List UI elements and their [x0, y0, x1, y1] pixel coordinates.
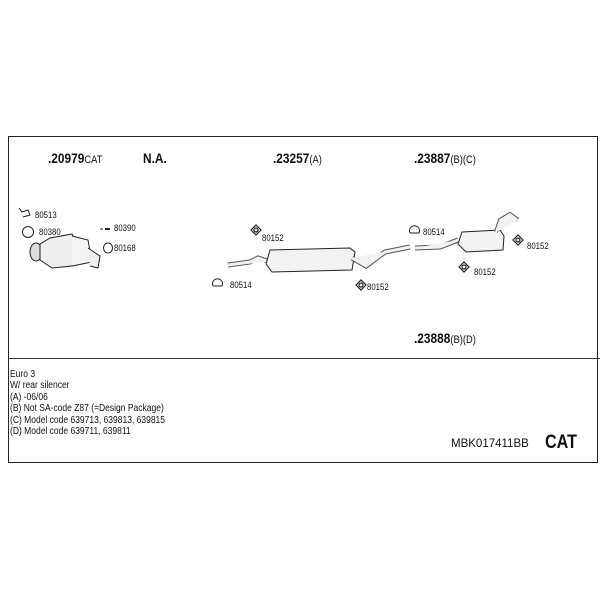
kit-type: CAT — [545, 432, 577, 453]
part-23888: .23888(B)(D) — [414, 330, 476, 346]
notes-divider — [8, 358, 600, 359]
part-number: .23257 — [273, 150, 310, 166]
rear-silencer-icon — [414, 211, 520, 253]
fitting-label: 80152 — [527, 241, 549, 252]
rubber-mount-icon — [250, 224, 524, 291]
part-suffix: (A) — [309, 154, 322, 166]
part-23257: .23257(A) — [273, 150, 322, 166]
ring-80380-icon — [22, 226, 34, 238]
part-na: N.A. — [143, 150, 167, 166]
frame-right-edge — [597, 136, 598, 463]
part-20979: .20979CAT — [48, 150, 102, 166]
fitting-label: 80380 — [39, 227, 61, 238]
note: (B) Not SA-code Z87 (=Design Package) — [10, 403, 164, 415]
note: (C) Model code 639713, 639813, 639815 — [10, 414, 166, 426]
part-suffix: CAT — [84, 154, 103, 166]
fitting-label: 80152 — [367, 282, 389, 293]
notes: Euro 3 W/ rear silencer (A) -06/06 (B) N… — [10, 369, 165, 437]
part-number: .23887 — [414, 150, 451, 166]
clamp-80513-icon — [18, 207, 31, 218]
note: (A) -06/06 — [10, 391, 48, 403]
part-23887: .23887(B)(C) — [414, 150, 476, 166]
note: Euro 3 — [10, 369, 36, 380]
catalytic-converter-icon — [29, 233, 101, 269]
fitting-label: 80152 — [474, 267, 496, 278]
part-suffix: (B)(D) — [450, 334, 476, 346]
middle-silencer-icon — [227, 244, 411, 273]
fitting-label: 80514 — [423, 227, 445, 238]
part-number: .23888 — [414, 330, 451, 346]
gasket-80168-icon — [103, 242, 113, 254]
fitting-label: 80168 — [114, 243, 136, 254]
fitting-label: 80513 — [35, 210, 57, 221]
fitting-label: 80390 — [114, 223, 136, 234]
diagram-frame — [8, 136, 597, 463]
fitting-label: 80152 — [262, 233, 284, 244]
note: W/ rear silencer — [10, 380, 70, 392]
clamp-80514-icon — [212, 225, 420, 287]
part-suffix: (B)(C) — [450, 154, 476, 166]
part-number: .20979 — [48, 150, 85, 166]
note: (D) Model code 639711, 639811 — [10, 426, 131, 438]
fitting-label: 80514 — [230, 280, 252, 291]
kit-code: MBK017411BB — [451, 438, 529, 450]
